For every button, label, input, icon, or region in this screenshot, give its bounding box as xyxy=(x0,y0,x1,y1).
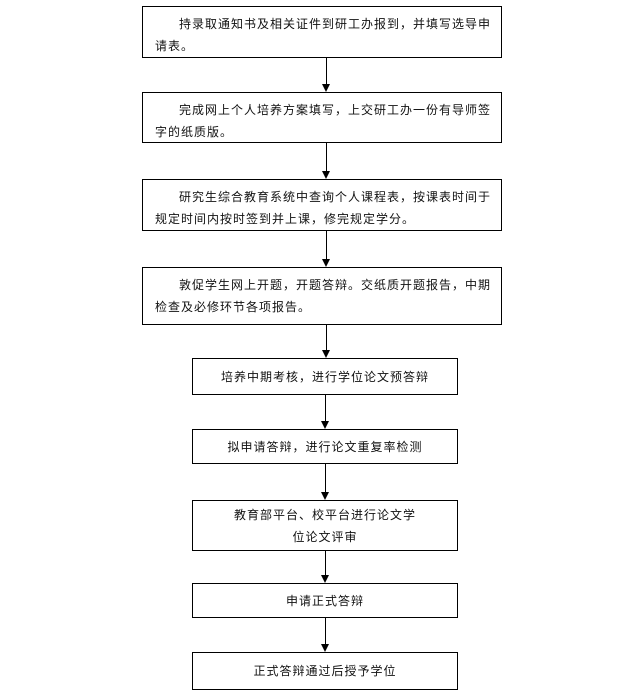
step-4-box: 敦促学生网上开题，开题答辩。交纸质开题报告，中期检查及必修环节各项报告。 xyxy=(142,267,502,325)
step-7-box: 教育部平台、校平台进行论文学位论文评审 xyxy=(192,500,458,551)
step-5-text: 培养中期考核，进行学位论文预答辩 xyxy=(220,369,429,384)
step-9-box: 正式答辩通过后授予学位 xyxy=(192,652,458,690)
step-1-box: 持录取通知书及相关证件到研工办报到，并填写选导申请表。 xyxy=(142,6,502,58)
step-2-text: 完成网上个人培养方案填写，上交研工办一份有导师签字的纸质版。 xyxy=(155,103,492,139)
step-3-box: 研究生综合教育系统中查询个人课程表，按课表时间于规定时间内按时签到并上课，修完规… xyxy=(142,179,502,231)
step-6-text: 拟申请答辩，进行论文重复率检测 xyxy=(227,439,423,454)
step-1-text: 持录取通知书及相关证件到研工办报到，并填写选导申请表。 xyxy=(155,17,492,53)
step-7-text: 教育部平台、校平台进行论文学位论文评审 xyxy=(233,507,416,544)
step-2-box: 完成网上个人培养方案填写，上交研工办一份有导师签字的纸质版。 xyxy=(142,92,502,143)
step-3-text: 研究生综合教育系统中查询个人课程表，按课表时间于规定时间内按时签到并上课，修完规… xyxy=(155,190,492,226)
step-5-box: 培养中期考核，进行学位论文预答辩 xyxy=(192,358,458,395)
step-6-box: 拟申请答辩，进行论文重复率检测 xyxy=(192,429,458,464)
step-8-box: 申请正式答辩 xyxy=(192,583,458,618)
step-8-text: 申请正式答辩 xyxy=(285,593,364,608)
step-4-text: 敦促学生网上开题，开题答辩。交纸质开题报告，中期检查及必修环节各项报告。 xyxy=(155,278,492,314)
step-9-text: 正式答辩通过后授予学位 xyxy=(253,664,397,678)
